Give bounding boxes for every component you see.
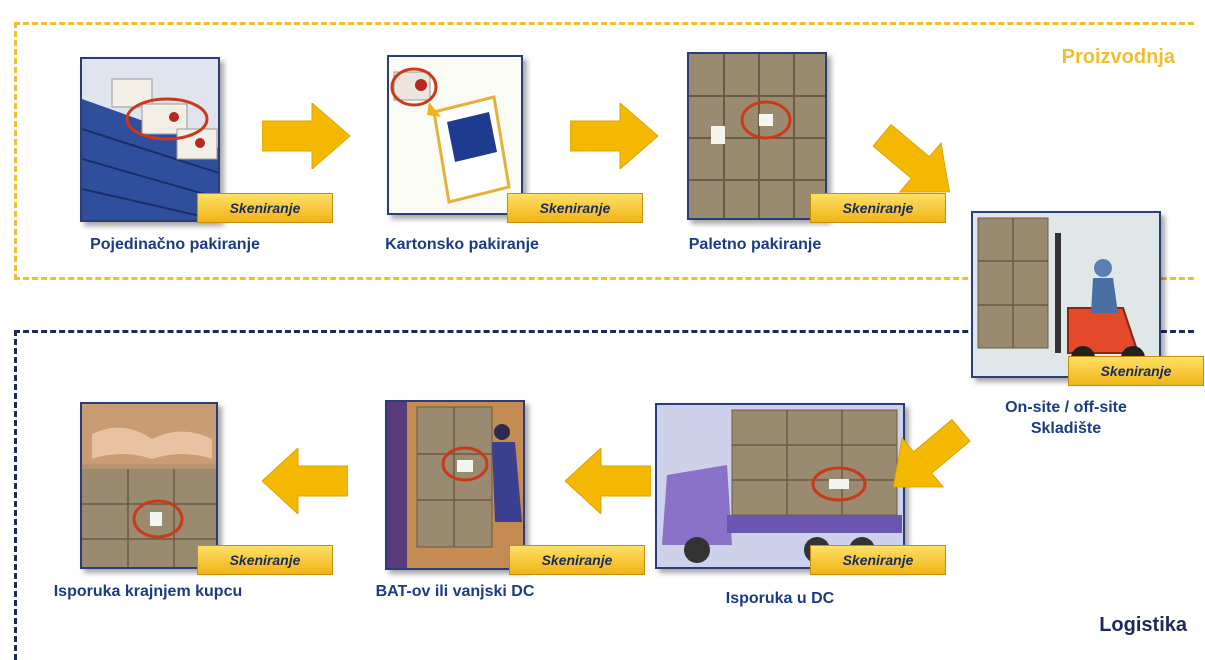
flow-arrow-right: [570, 103, 658, 169]
production-zone-title: Proizvodnja: [1061, 46, 1175, 68]
scan-highlight-ring: [390, 67, 438, 107]
scan-badge: Skeniranje: [197, 193, 333, 223]
step-warehouse-image: [971, 211, 1161, 378]
step-label-delivery-dc: Isporuka u DC: [725, 590, 835, 607]
step-single-pack-image: [80, 57, 220, 222]
step-pallet-image: [687, 52, 827, 220]
scan-highlight-ring: [132, 499, 184, 539]
scan-highlight-ring: [811, 466, 867, 502]
step-label-single-pack: Pojedinačno pakiranje: [90, 236, 260, 253]
step-delivery-dc-image: [655, 403, 905, 569]
flow-arrow-left: [565, 448, 651, 514]
flow-arrow-down-right: [872, 123, 951, 193]
flow-arrow-right: [262, 103, 350, 169]
scan-highlight-ring: [125, 97, 209, 141]
scan-badge: Skeniranje: [1068, 356, 1204, 386]
step-carton-image: [387, 55, 523, 215]
scan-badge: Skeniranje: [810, 193, 946, 223]
step-label-warehouse-line2: Skladište: [1030, 420, 1102, 437]
step-label-warehouse-line1: On-site / off-site: [1005, 399, 1127, 416]
step-label-end-customer: Isporuka krajnjem kupcu: [53, 583, 243, 600]
production-zone: [14, 22, 1194, 280]
scan-badge: Skeniranje: [509, 545, 645, 575]
flow-arrow-down-left: [892, 418, 971, 488]
scan-badge: Skeniranje: [197, 545, 333, 575]
step-label-external-dc: BAT-ov ili vanjski DC: [375, 583, 535, 600]
scan-badge: Skeniranje: [507, 193, 643, 223]
step-label-warehouse: On-site / off-site Skladište: [966, 397, 1166, 439]
scan-highlight-ring: [441, 446, 489, 482]
scan-highlight-ring: [740, 100, 792, 140]
step-external-dc-image: [385, 400, 525, 570]
logistics-zone: [14, 330, 1194, 660]
step-end-customer-image: [80, 402, 218, 569]
step-label-carton: Kartonsko pakiranje: [385, 236, 539, 253]
step-label-pallet: Paletno pakiranje: [688, 236, 822, 253]
flow-arrow-left: [262, 448, 348, 514]
logistics-zone-title: Logistika: [1099, 614, 1187, 636]
scan-badge: Skeniranje: [810, 545, 946, 575]
